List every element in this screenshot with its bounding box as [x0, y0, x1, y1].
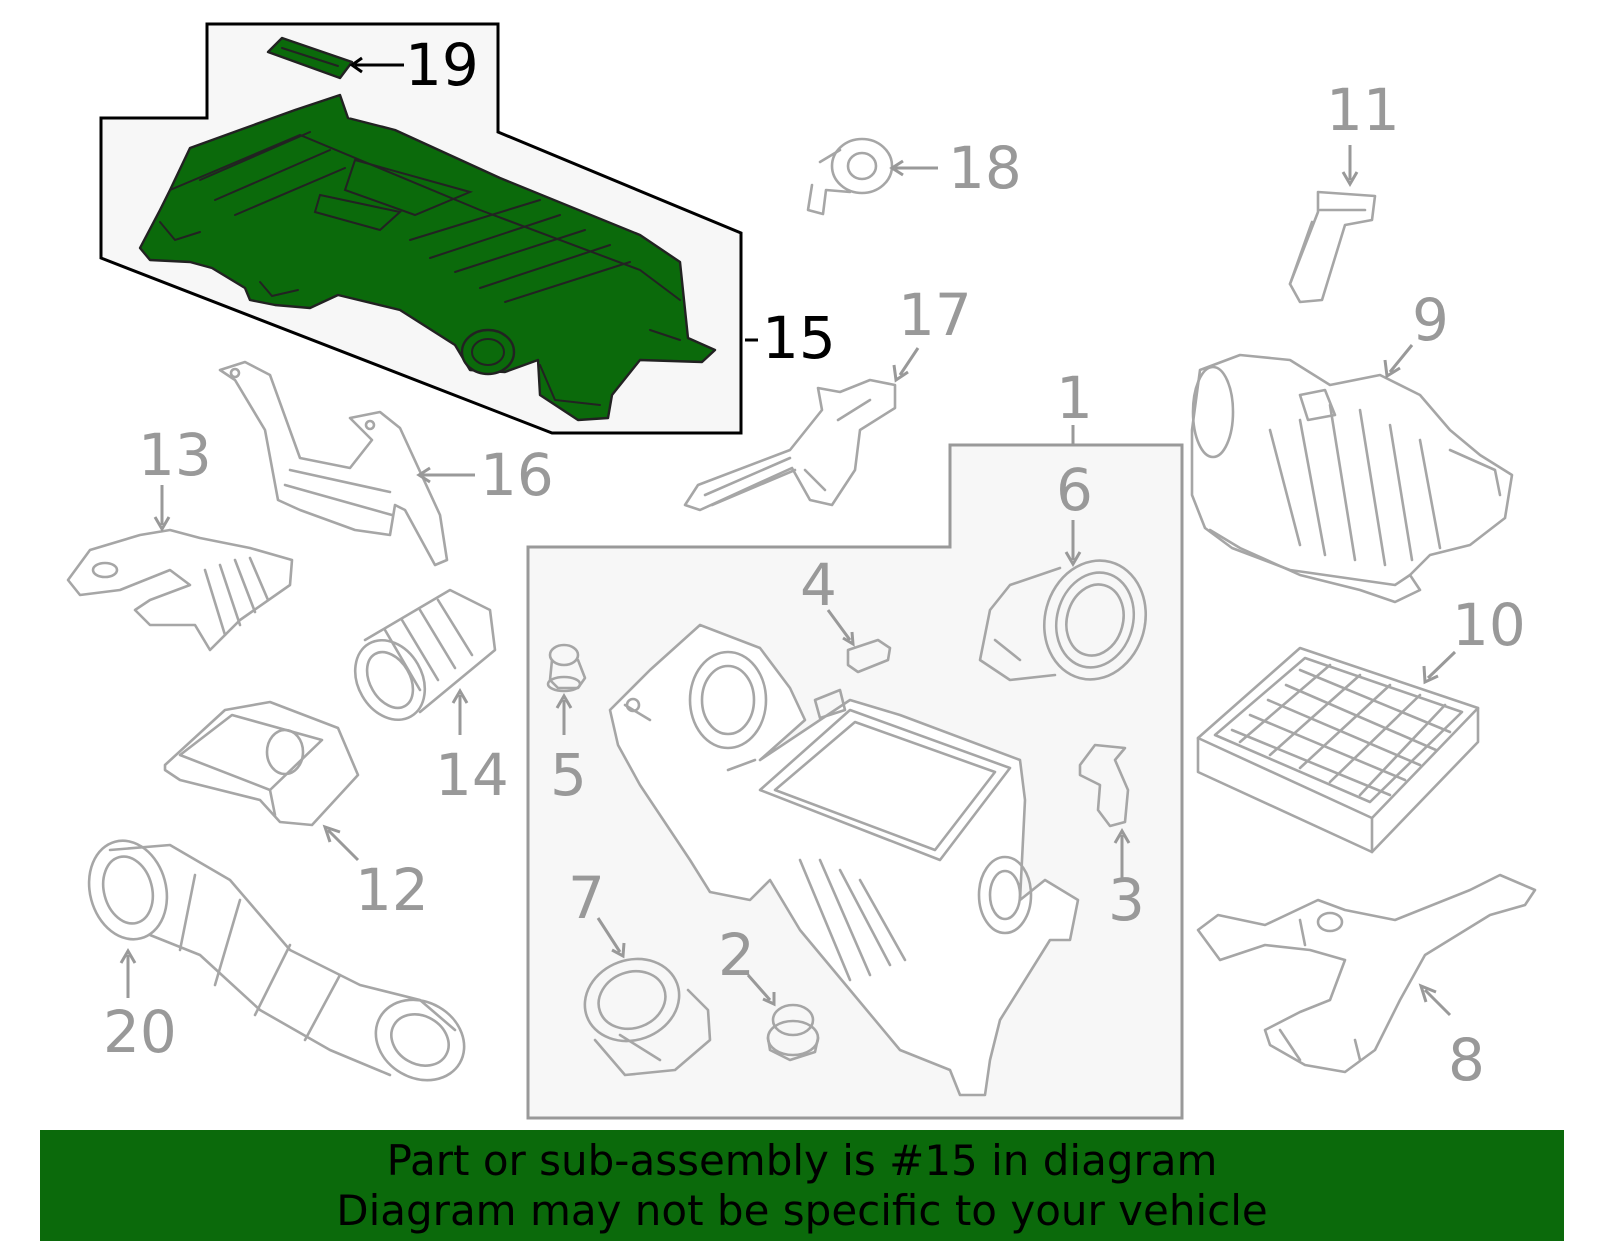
leader-10	[1422, 650, 1457, 685]
leader-19	[349, 56, 404, 74]
leader-6	[1064, 520, 1082, 567]
part-11-sensor[interactable]	[1288, 190, 1377, 304]
part-17-bracket[interactable]	[683, 378, 897, 512]
info-banner: Part or sub-assembly is #15 in diagram D…	[40, 1130, 1564, 1241]
callout-11: 11	[1326, 76, 1400, 144]
callout-15: 15	[762, 304, 836, 372]
part-9-intake-manifold[interactable]	[1190, 353, 1514, 604]
leader-16	[416, 466, 475, 484]
callout-4: 4	[800, 551, 837, 619]
part-18[interactable]	[806, 137, 894, 216]
leader-7	[596, 917, 626, 959]
leader-13	[153, 485, 171, 532]
part-16-bracket[interactable]	[218, 360, 449, 567]
part-2-grommet[interactable]	[766, 1003, 820, 1062]
part-4-clip[interactable]	[846, 638, 892, 674]
callout-9: 9	[1412, 286, 1449, 354]
part-12-duct[interactable]	[163, 700, 360, 827]
callout-12: 12	[355, 856, 429, 924]
leader-4	[826, 609, 855, 647]
leader-3	[1113, 828, 1131, 880]
leader-18	[889, 159, 938, 177]
callout-10: 10	[1452, 591, 1526, 659]
callout-3: 3	[1108, 866, 1145, 934]
callout-14: 14	[435, 741, 509, 809]
callout-19: 19	[405, 31, 479, 99]
callout-13: 13	[138, 421, 212, 489]
callout-17: 17	[898, 281, 972, 349]
leader-8	[1418, 983, 1452, 1017]
callout-6: 6	[1056, 456, 1093, 524]
part-5-grommet[interactable]	[546, 643, 587, 693]
part-3-clip[interactable]	[1078, 743, 1130, 828]
callout-16: 16	[480, 441, 554, 509]
leader-12	[322, 824, 360, 862]
leader-9	[1383, 344, 1414, 379]
callout-7: 7	[568, 864, 605, 932]
banner-line-1: Part or sub-assembly is #15 in diagram	[386, 1136, 1218, 1185]
callout-5: 5	[550, 741, 587, 809]
leader-20	[119, 948, 137, 998]
callout-8: 8	[1448, 1026, 1485, 1094]
part-6[interactable]	[978, 549, 1159, 691]
leader-11	[1341, 145, 1359, 187]
part-20-hose[interactable]	[78, 832, 478, 1096]
part-10-air-filter[interactable]	[1196, 646, 1480, 854]
callout-20: 20	[103, 998, 177, 1066]
callout-2: 2	[718, 921, 755, 989]
part-14-hose[interactable]	[341, 588, 497, 732]
leader-5	[555, 693, 573, 735]
part-15-air-cleaner-cover[interactable]	[138, 93, 717, 422]
part-13[interactable]	[66, 528, 294, 652]
leader-17	[892, 347, 920, 383]
leader-2	[746, 974, 776, 1007]
leader-14	[451, 688, 469, 735]
banner-line-2: Diagram may not be specific to your vehi…	[336, 1186, 1268, 1235]
callout-18: 18	[948, 134, 1022, 202]
part-1-air-cleaner-box[interactable]	[608, 623, 1080, 1097]
part-7[interactable]	[573, 946, 712, 1077]
part-8-bracket[interactable]	[1196, 873, 1537, 1074]
callout-1: 1	[1056, 364, 1093, 432]
